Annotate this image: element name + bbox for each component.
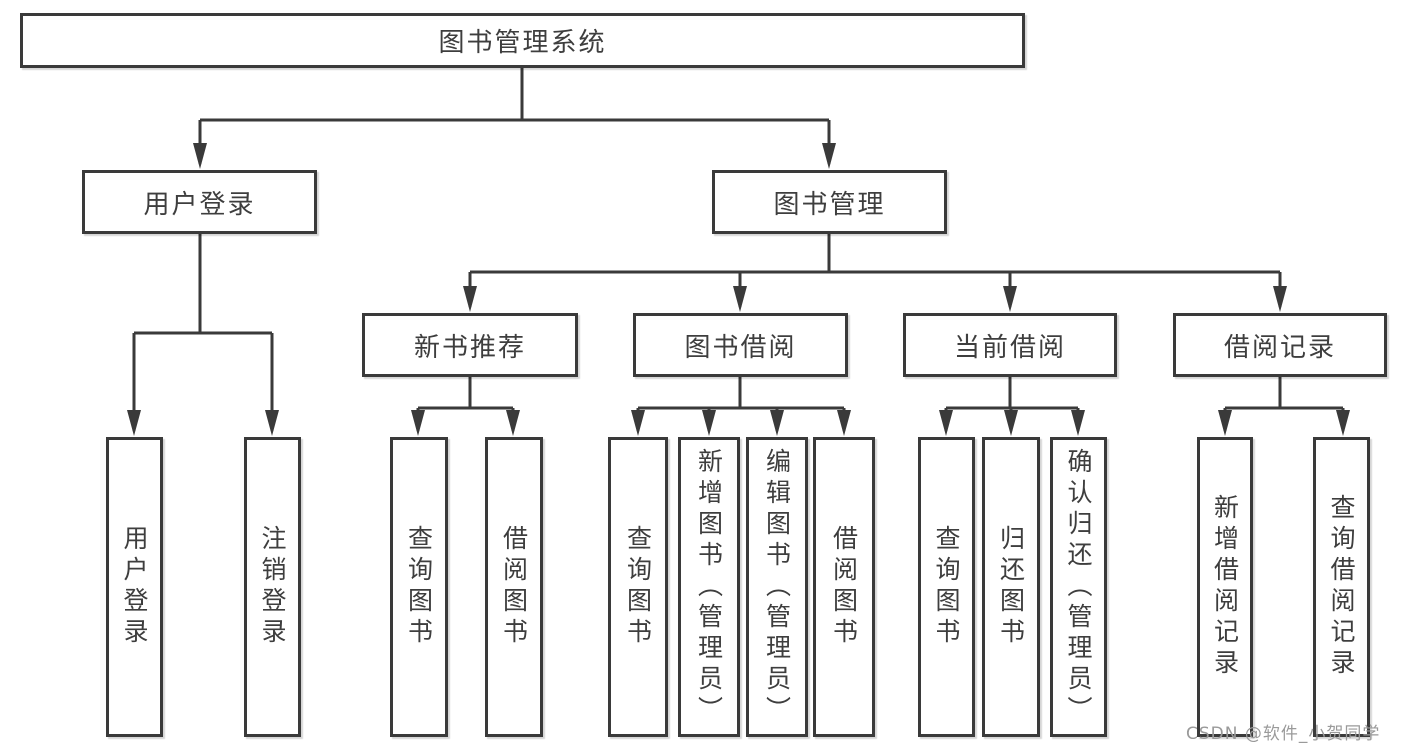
connector-line [198, 68, 831, 164]
leaf-query-book-current: 查询图书 [918, 437, 975, 737]
arrowheads [127, 410, 279, 436]
arrowheads [193, 143, 836, 169]
node-label: 图书管理 [773, 189, 886, 220]
leaf-query-book-borrow: 查询图书 [608, 437, 668, 737]
connector-line [1223, 377, 1345, 431]
connector-line [132, 234, 274, 431]
node-new-book-recommend: 新书推荐 [362, 313, 578, 377]
leaf-borrow-book: 借阅图书 [813, 437, 875, 737]
connector-new-book-children [411, 377, 520, 436]
arrowheads [463, 286, 1287, 312]
leaf-edit-book-admin: 编辑图书（管理员） [746, 437, 808, 737]
leaf-borrow-book-recommend: 借阅图书 [485, 437, 543, 737]
arrowheads [939, 410, 1085, 436]
node-book-management: 图书管理 [712, 170, 947, 234]
leaf-return-book: 归还图书 [982, 437, 1040, 737]
node-book-borrow: 图书借阅 [633, 313, 848, 377]
node-label: 当前借阅 [953, 332, 1066, 363]
leaf-add-borrow-record: 新增借阅记录 [1197, 437, 1253, 737]
leaf-user-login: 用户登录 [106, 437, 163, 737]
leaf-add-book-admin: 新增图书（管理员） [678, 437, 740, 737]
csdn-watermark: CSDN @软件_小贺同学 [1186, 724, 1381, 744]
leaf-confirm-return-admin: 确认归还（管理员） [1050, 437, 1107, 737]
connector-line [468, 234, 1282, 307]
arrowheads [1218, 410, 1350, 436]
node-label: 编辑图书（管理员） [762, 447, 792, 727]
node-label: 图书借阅 [684, 332, 797, 363]
leaf-query-book-recommend: 查询图书 [390, 437, 448, 737]
node-label: 用户登录 [143, 189, 256, 220]
node-library-system: 图书管理系统 [20, 13, 1025, 68]
connector-book-borrow-children [631, 377, 851, 436]
node-label: 查询图书 [932, 525, 961, 649]
node-label: 查询图书 [404, 525, 434, 649]
node-label: 查询借阅记录 [1327, 494, 1356, 680]
node-label: 新增图书（管理员） [694, 447, 724, 727]
leaf-logout: 注销登录 [244, 437, 301, 737]
node-current-borrow: 当前借阅 [903, 313, 1117, 377]
node-label: 查询图书 [623, 525, 653, 649]
leaf-query-borrow-record: 查询借阅记录 [1313, 437, 1370, 737]
node-label: 归还图书 [996, 525, 1026, 649]
node-label: 图书管理系统 [438, 28, 607, 58]
connector-line [416, 377, 515, 431]
node-label: 借阅记录 [1223, 332, 1336, 363]
node-label: 注销登录 [258, 525, 287, 649]
arrowheads [631, 410, 851, 436]
node-label: 用户登录 [120, 525, 149, 649]
connector-line [636, 377, 846, 431]
node-borrow-records: 借阅记录 [1173, 313, 1387, 377]
connector-root-to-level2 [193, 68, 836, 169]
connector-borrow-records-children [1218, 377, 1350, 436]
connector-user-login-children [127, 234, 279, 436]
connector-book-management-level3 [463, 234, 1287, 312]
node-label: 新书推荐 [413, 332, 526, 363]
node-label: 借阅图书 [829, 525, 859, 649]
node-label: 新增借阅记录 [1210, 494, 1240, 680]
arrowheads [411, 410, 520, 436]
node-label: 借阅图书 [499, 525, 529, 649]
connector-current-borrow-children [939, 377, 1085, 436]
node-label: 确认归还（管理员） [1064, 447, 1093, 727]
node-user-login: 用户登录 [82, 170, 317, 234]
